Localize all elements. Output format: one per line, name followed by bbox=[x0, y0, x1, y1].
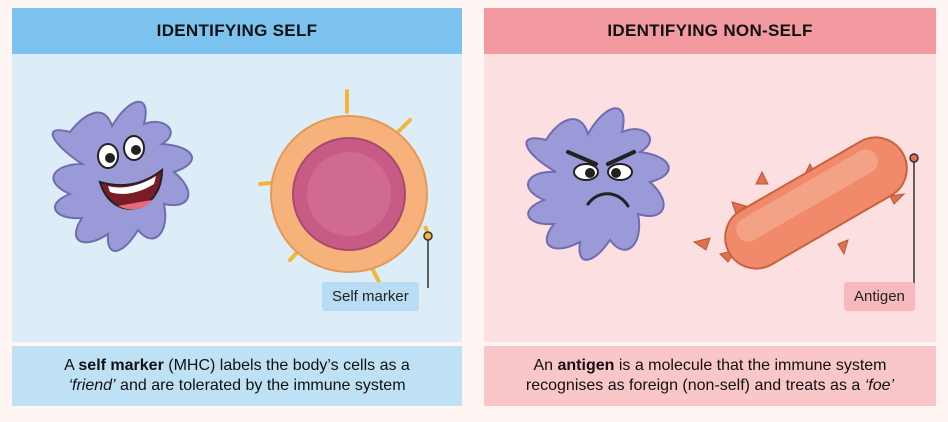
nonself-panel-caption: An antigen is a molecule that the immune… bbox=[484, 346, 936, 406]
happy-immune-cell-icon bbox=[53, 102, 192, 251]
self-panel: IDENTIFYING SELF bbox=[12, 8, 462, 406]
body-cell-icon bbox=[260, 91, 427, 284]
angry-immune-cell-icon bbox=[526, 108, 668, 260]
nonself-panel-illustration: Antigen bbox=[484, 54, 936, 342]
self-panel-title: IDENTIFYING SELF bbox=[12, 8, 462, 54]
self-marker-label: Self marker bbox=[322, 282, 419, 311]
self-panel-illustration: Self marker bbox=[12, 54, 462, 342]
nonself-panel: IDENTIFYING NON-SELF bbox=[484, 8, 936, 406]
bacterium-icon bbox=[694, 126, 918, 280]
self-panel-caption: A self marker (MHC) labels the body’s ce… bbox=[12, 346, 462, 406]
nonself-panel-title: IDENTIFYING NON-SELF bbox=[484, 8, 936, 54]
antigen-label: Antigen bbox=[844, 282, 915, 311]
antigen-pointer bbox=[910, 154, 918, 288]
self-marker-pointer bbox=[424, 226, 432, 288]
